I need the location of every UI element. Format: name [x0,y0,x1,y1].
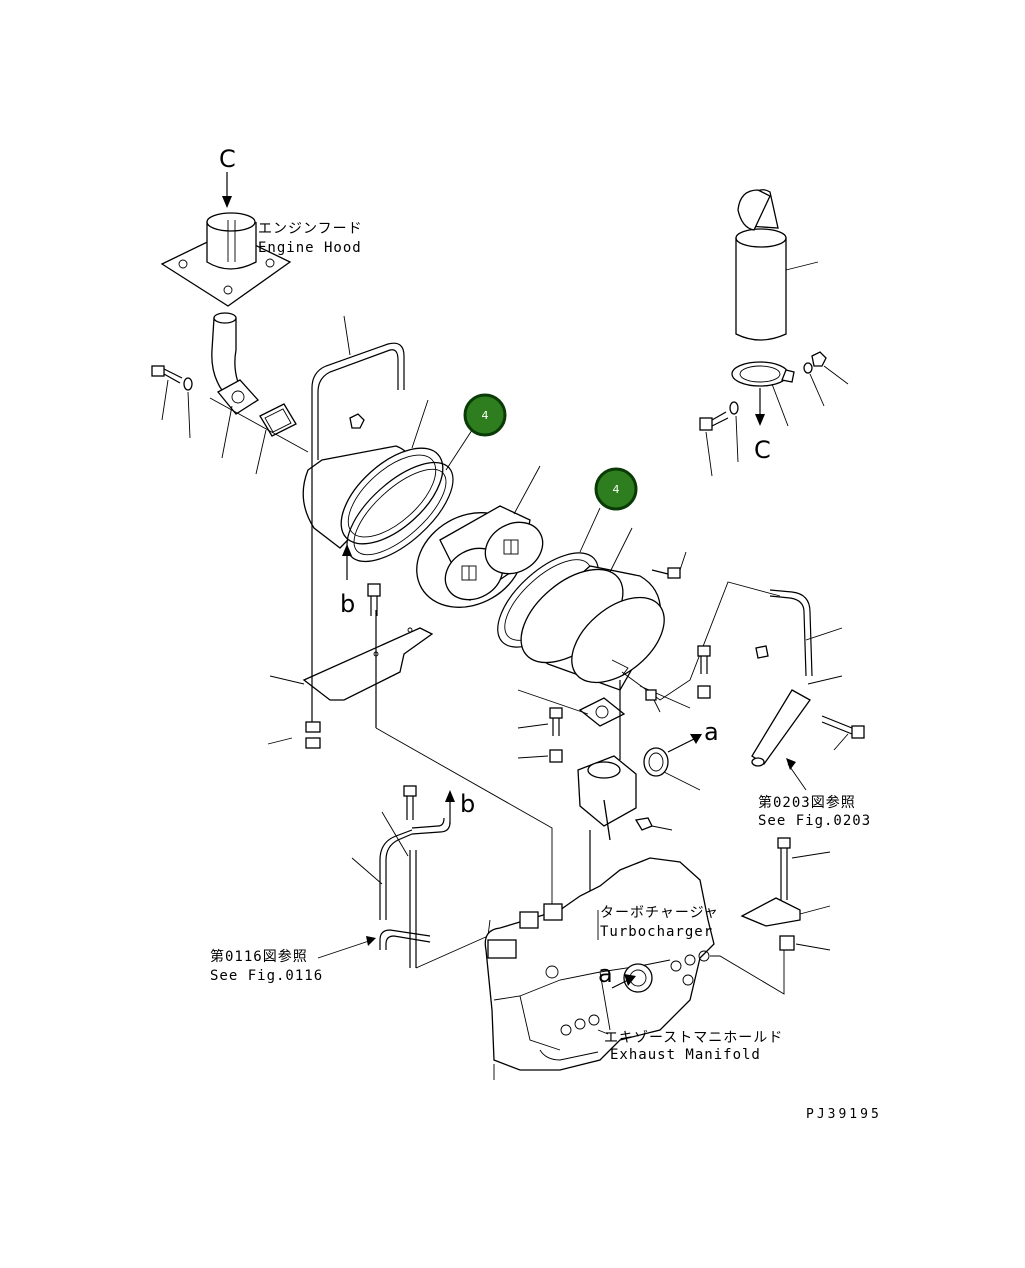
leader-lines-left [161,379,309,475]
marker-c-top: C [219,145,236,173]
arrow-b-left: b [340,544,355,618]
see-fig-0203-label-en: See Fig.0203 [758,813,871,829]
bolt-bracket-left [367,583,381,616]
marker-c-right: C [754,436,771,464]
spacer-center [517,749,563,763]
bolt-right-upper [697,645,711,699]
leader-0116 [317,919,491,969]
engine-block [484,857,715,1080]
see-fig-0116-label-jp: 第0116図参照 [210,948,308,965]
mounting-bracket-left [269,610,434,728]
bracket-right [710,837,831,995]
exhaust-connector [577,680,637,1010]
muffler-left [302,399,444,549]
engine-hood-label-en: Engine Hood [258,240,362,256]
tail-pipe [735,189,819,341]
drawing-code: PJ39195 [806,1107,882,1122]
turbocharger-label-en: Turbocharger [600,924,713,940]
tube-right [751,589,865,791]
marker-a-mid: a [704,718,719,746]
nuts-u-bolt [267,460,321,749]
tail-pipe-clamp [731,361,795,427]
callout-label: 4 [613,483,620,496]
arrow-a-mid: a [667,718,719,753]
exhaust-manifold-label-jp: エキゾーストマニホールド [604,1030,783,1046]
bolt-left-top [151,365,183,384]
nut-center-small [634,817,673,831]
engine-hood-flange [160,172,292,307]
washer-left-top [183,377,193,391]
gasket-oval-left [346,423,477,563]
marker-b-bottom: b [460,790,475,818]
callout-4-right[interactable]: 4 [594,467,638,511]
bolt-center [517,707,563,736]
flange-ring-a [643,747,701,791]
nut-top-left [349,413,365,429]
exhaust-elbow-pipe [211,312,243,401]
arrow-a-bottom: a [598,960,636,989]
silencer-core [416,465,544,608]
see-fig-0203-label-jp: 第0203図参照 [758,794,856,811]
muffler-right [520,527,665,691]
gasket-square [259,403,297,437]
bolt-top-right [699,401,739,477]
hose-lower-left [351,785,451,968]
exhaust-manifold-label-en: Exhaust Manifold [610,1047,761,1063]
engine-hood-label-jp: エンジンフード [258,221,363,237]
marker-a-bottom: a [598,960,613,988]
callout-4-left[interactable]: 4 [463,393,507,437]
nut-top-right [803,351,849,407]
turbocharger-label-jp: ターボチャージャ [600,905,719,921]
arrow-c-right: C [754,388,771,464]
u-bolt [311,315,405,460]
marker-b-left: b [340,590,355,618]
see-fig-0116-label-en: See Fig.0116 [210,968,323,984]
pipe-flange-square [217,379,259,415]
callout-label: 4 [482,409,489,422]
gasket-center [517,689,626,727]
arrow-b-bottom: b [445,790,475,824]
bolt-right-small [645,551,687,713]
